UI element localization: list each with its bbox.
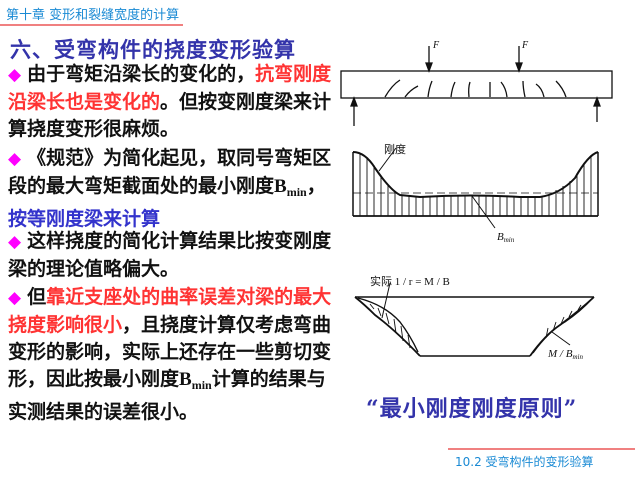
- bullet-paragraph-3: ◆这样挠度的简化计算结果比按变刚度梁的理论值略偏大。: [8, 228, 338, 283]
- footer-section-label: 10.2 受弯构件的变形验算: [455, 455, 594, 469]
- curvature-diagram: [354, 282, 595, 357]
- text-normal: ，且挠度计算仅考虑弯曲变形的影响，实际上还存在一些剪切变形，因此按最小刚度: [8, 314, 332, 390]
- text-normal: 计算的结果与实测结果的误差很小。: [8, 368, 326, 423]
- diamond-bullet-icon: ◆: [8, 232, 22, 252]
- bullet-paragraph-1: ◆由于弯矩沿梁长的变化的，抗弯刚度沿梁长也是变化的。但按变刚度梁来计算挠度变形很…: [8, 61, 338, 143]
- stiffness-label: 刚度: [384, 142, 406, 156]
- bullet-paragraph-2: ◆《规范》为简化起见，取同号弯矩区段的最大弯矩截面处的最小刚度Bmin， 按等刚度…: [8, 145, 338, 233]
- diamond-bullet-icon: ◆: [8, 65, 22, 85]
- text-highlight-red: 靠近支座处的曲率误差对梁的最大挠度影响很小: [8, 286, 332, 336]
- load-label-left: F: [432, 40, 440, 51]
- load-label-right: F: [521, 40, 529, 51]
- stiffness-diagram: [352, 147, 599, 229]
- text-highlight-red: 抗弯刚度沿梁长也是变化的: [8, 63, 332, 113]
- actual-curvature-label: 实际 1 / r = M / B: [370, 274, 450, 288]
- bullet-paragraph-4: ◆但靠近支座处的曲率误差对梁的最大挠度影响很小，且挠度计算仅考虑弯曲变形的影响，…: [8, 284, 338, 426]
- subscript-min: min: [286, 185, 307, 199]
- chapter-header: 第十章 变形和裂缝宽度的计算: [6, 8, 180, 23]
- text-normal: 这样挠度的简化计算结果比按变刚度梁的理论值略偏大。: [8, 230, 332, 280]
- section-title: 六、受弯构件的挠度变形验算: [10, 37, 296, 62]
- diamond-bullet-icon: ◆: [8, 149, 22, 169]
- text-normal: 由于弯矩沿梁长的变化的，: [27, 63, 256, 85]
- text-normal: 《规范》为简化起见，取同号弯矩区段的最大弯矩截面处的最小刚度: [8, 147, 332, 197]
- diamond-bullet-icon: ◆: [8, 288, 22, 308]
- m-bmin-label: M / Bmin: [547, 348, 583, 361]
- text-normal: 但: [27, 286, 47, 308]
- beam-diagram: [340, 46, 613, 126]
- minimum-stiffness-principle: “最小刚度刚度原则”: [366, 396, 578, 422]
- footer-divider: [448, 448, 635, 450]
- bmin-label: Bmin: [497, 231, 515, 244]
- subscript-min: min: [191, 378, 212, 392]
- symbol-b: B: [179, 369, 192, 390]
- text-normal: ，: [306, 175, 326, 197]
- symbol-b: B: [274, 176, 287, 197]
- text-highlight-blue: 按等刚度梁来计算: [8, 208, 161, 230]
- text-normal: 。但按变刚度梁来计算挠度变形很麻烦。: [8, 91, 332, 140]
- header-divider: [0, 24, 183, 26]
